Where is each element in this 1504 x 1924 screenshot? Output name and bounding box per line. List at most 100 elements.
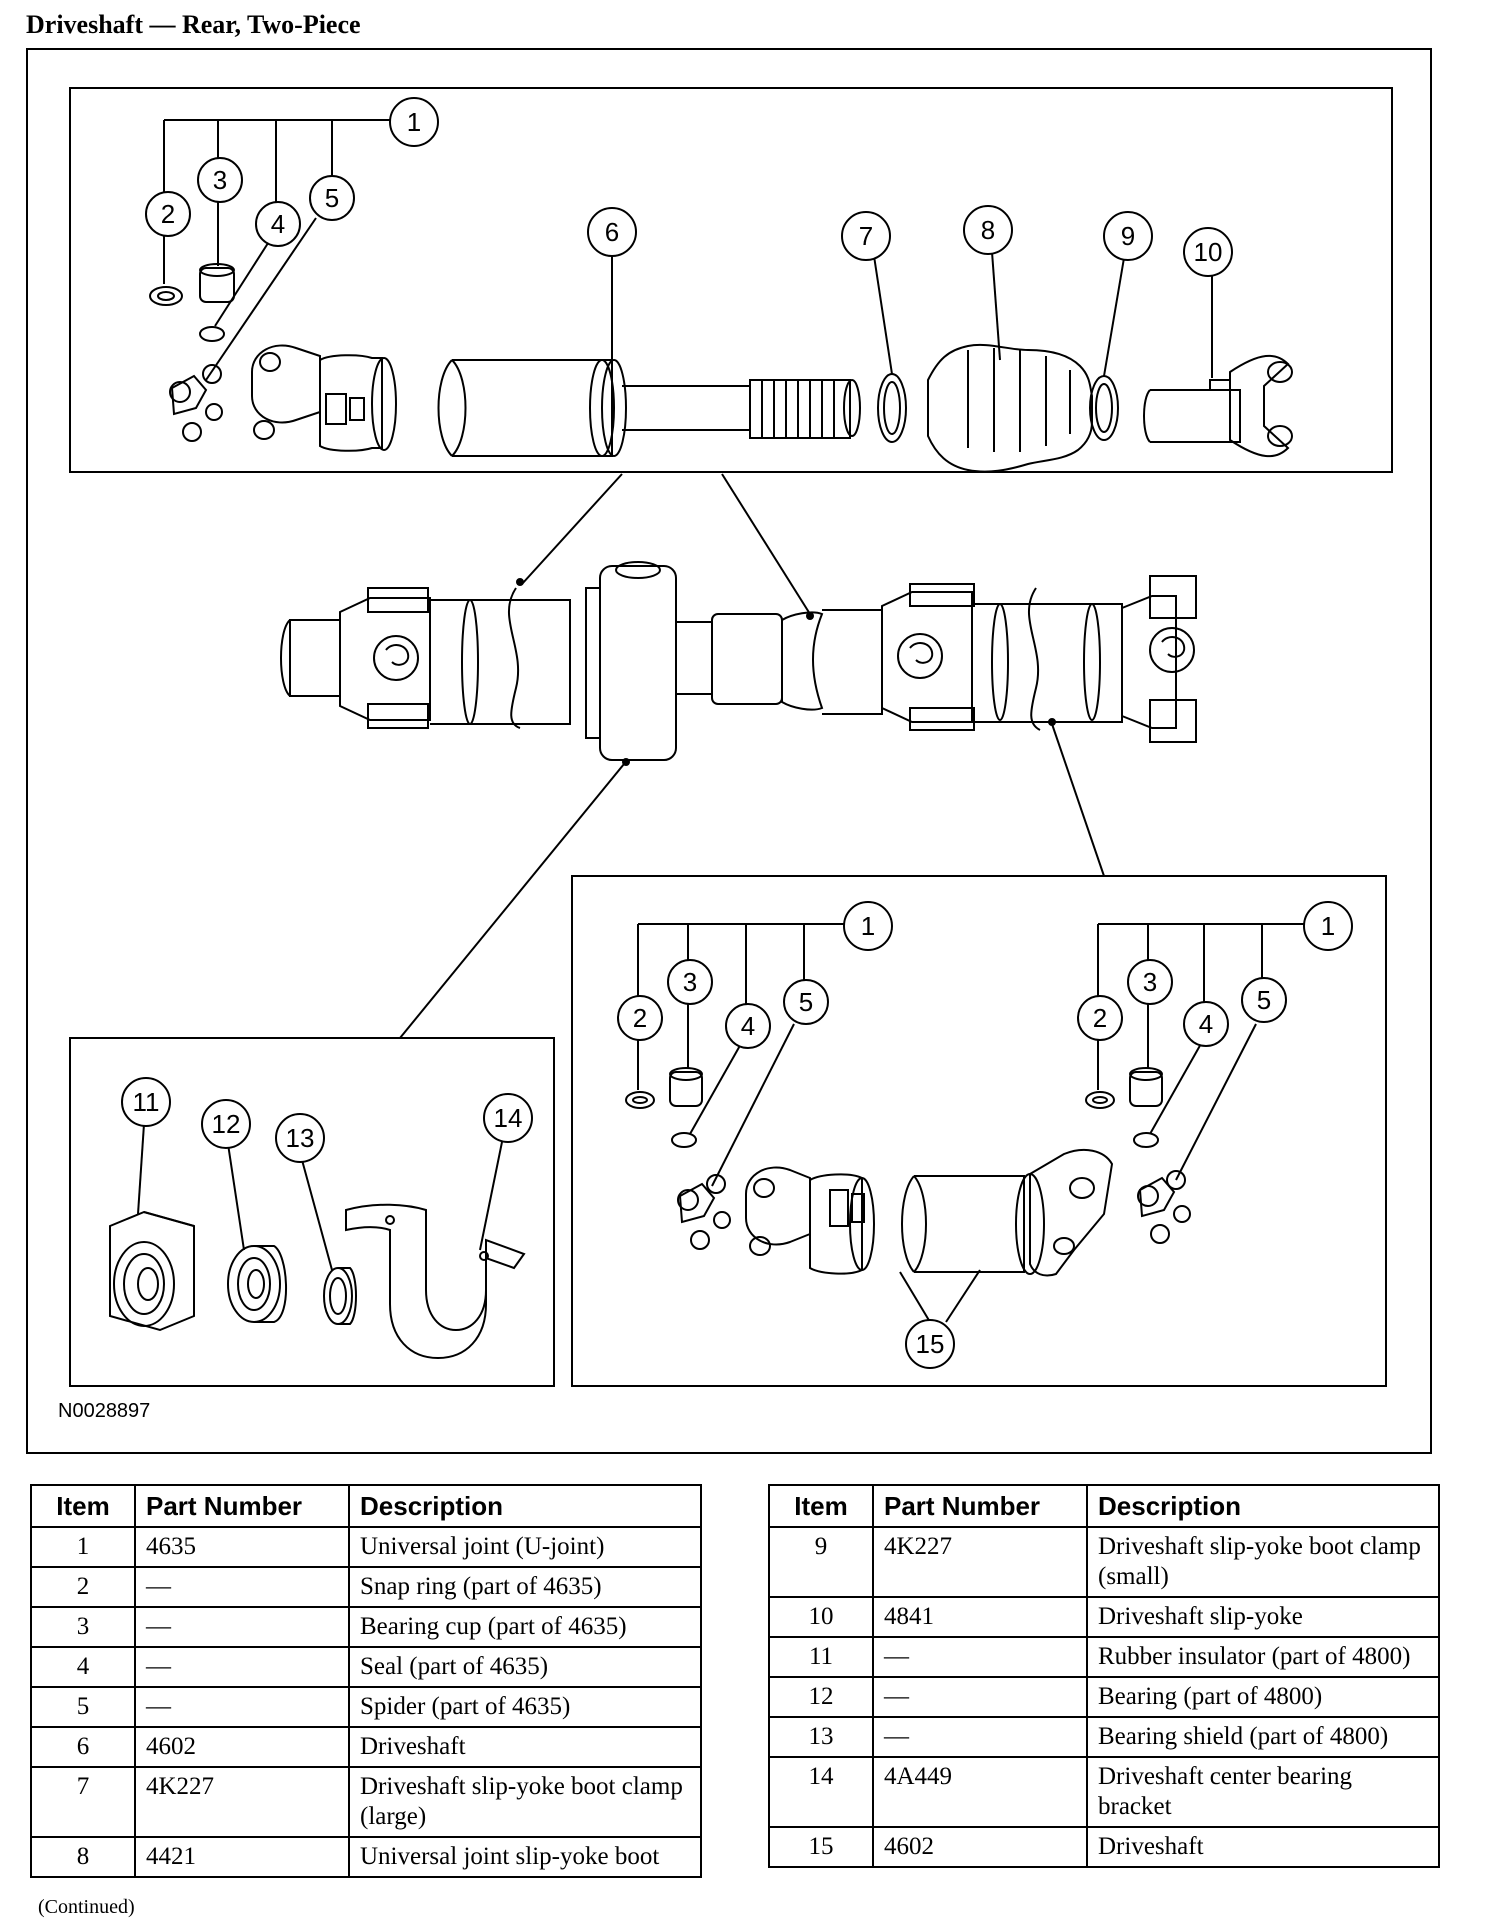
svg-text:3: 3 — [1143, 967, 1157, 997]
svg-text:4: 4 — [741, 1011, 755, 1041]
callout-1: 1 — [389, 97, 439, 147]
svg-text:1: 1 — [861, 911, 875, 941]
svg-text:8: 8 — [981, 215, 995, 245]
callout-1-left: 1 — [843, 901, 893, 951]
item-cell: 3 — [30, 1606, 136, 1648]
callout-14: 14 — [483, 1093, 533, 1143]
header-part-number: Part Number — [134, 1484, 350, 1528]
part-number-cell: — — [872, 1676, 1088, 1718]
description-cell: Bearing shield (part of 4800) — [1086, 1716, 1440, 1758]
item-cell: 11 — [768, 1636, 874, 1678]
table-row: 2—Snap ring (part of 4635) — [30, 1566, 702, 1608]
table-header-row: Item Part Number Description — [768, 1484, 1440, 1528]
description-cell: Universal joint slip-yoke boot — [348, 1836, 702, 1878]
svg-text:3: 3 — [683, 967, 697, 997]
bottom-left-inset-frame — [69, 1037, 555, 1387]
description-cell: Driveshaft slip-yoke boot clamp (large) — [348, 1766, 702, 1838]
header-item: Item — [30, 1484, 136, 1528]
table-row: 4—Seal (part of 4635) — [30, 1646, 702, 1688]
callout-2: 2 — [145, 191, 191, 237]
svg-text:5: 5 — [1257, 985, 1271, 1015]
page-title: Driveshaft — Rear, Two-Piece — [26, 10, 361, 39]
continued-note: (Continued) — [38, 1896, 135, 1918]
figure-id: N0028897 — [58, 1400, 151, 1422]
callout-12: 12 — [201, 1099, 251, 1149]
callout-7: 7 — [841, 211, 891, 261]
callout-5: 5 — [309, 175, 355, 221]
part-number-cell: — — [134, 1606, 350, 1648]
callout-3-left: 3 — [667, 959, 713, 1005]
center-bearing-parts — [109, 1123, 526, 1360]
part-number-cell: 4841 — [872, 1596, 1088, 1638]
svg-text:6: 6 — [605, 217, 619, 247]
part-number-cell: 4602 — [134, 1726, 350, 1768]
svg-text:4: 4 — [1199, 1009, 1213, 1039]
table-row: 13—Bearing shield (part of 4800) — [768, 1716, 1440, 1758]
svg-text:9: 9 — [1121, 221, 1135, 251]
header-item: Item — [768, 1484, 874, 1528]
svg-text:1: 1 — [1321, 911, 1335, 941]
top-inset-frame — [69, 87, 1393, 473]
callout-3: 3 — [197, 157, 243, 203]
description-cell: Spider (part of 4635) — [348, 1686, 702, 1728]
svg-text:2: 2 — [161, 199, 175, 229]
item-cell: 7 — [30, 1766, 136, 1838]
part-number-cell: 4602 — [872, 1826, 1088, 1868]
description-cell: Bearing (part of 4800) — [1086, 1676, 1440, 1718]
callout-4-right: 4 — [1183, 1001, 1229, 1047]
item-cell: 4 — [30, 1646, 136, 1688]
item-cell: 5 — [30, 1686, 136, 1728]
description-cell: Driveshaft slip-yoke — [1086, 1596, 1440, 1638]
callout-1-right: 1 — [1303, 901, 1353, 951]
svg-text:4: 4 — [271, 209, 285, 239]
callout-13: 13 — [275, 1113, 325, 1163]
svg-text:12: 12 — [212, 1109, 241, 1139]
callout-4: 4 — [255, 201, 301, 247]
rear-shaft-parts — [625, 923, 1306, 1323]
description-cell: Seal (part of 4635) — [348, 1646, 702, 1688]
part-number-cell: 4635 — [134, 1526, 350, 1568]
svg-text:3: 3 — [213, 165, 227, 195]
bottom-right-inset-frame — [571, 875, 1387, 1387]
description-cell: Universal joint (U-joint) — [348, 1526, 702, 1568]
top-exploded-parts — [149, 119, 1293, 473]
part-number-cell: 4K227 — [872, 1526, 1088, 1598]
item-cell: 15 — [768, 1826, 874, 1868]
svg-text:2: 2 — [633, 1003, 647, 1033]
svg-text:7: 7 — [859, 221, 873, 251]
description-cell: Rubber insulator (part of 4800) — [1086, 1636, 1440, 1678]
callout-11: 11 — [121, 1077, 171, 1127]
top-callouts: 1 2 3 4 5 6 7 8 9 10 — [145, 97, 1233, 277]
svg-text:5: 5 — [325, 183, 339, 213]
item-cell: 1 — [30, 1526, 136, 1568]
svg-text:11: 11 — [133, 1087, 160, 1117]
item-cell: 12 — [768, 1676, 874, 1718]
table-header-row: Item Part Number Description — [30, 1484, 702, 1528]
svg-text:10: 10 — [1194, 237, 1223, 267]
part-number-cell: — — [134, 1686, 350, 1728]
description-cell: Driveshaft slip-yoke boot clamp (small) — [1086, 1526, 1440, 1598]
header-description: Description — [348, 1484, 702, 1528]
callout-10: 10 — [1183, 227, 1233, 277]
part-number-cell: — — [872, 1636, 1088, 1678]
callout-5-right: 5 — [1241, 977, 1287, 1023]
callout-15: 15 — [905, 1319, 955, 1369]
assembled-driveshaft — [280, 473, 1197, 1039]
callout-5-left: 5 — [783, 979, 829, 1025]
header-part-number: Part Number — [872, 1484, 1088, 1528]
callout-3-right: 3 — [1127, 959, 1173, 1005]
table-row: 12—Bearing (part of 4800) — [768, 1676, 1440, 1718]
part-number-cell: — — [134, 1646, 350, 1688]
header-description: Description — [1086, 1484, 1440, 1528]
table-row: 5—Spider (part of 4635) — [30, 1686, 702, 1728]
part-number-cell: 4K227 — [134, 1766, 350, 1838]
bottom-left-callouts: 11 12 13 14 — [121, 1077, 533, 1163]
item-cell: 10 — [768, 1596, 874, 1638]
